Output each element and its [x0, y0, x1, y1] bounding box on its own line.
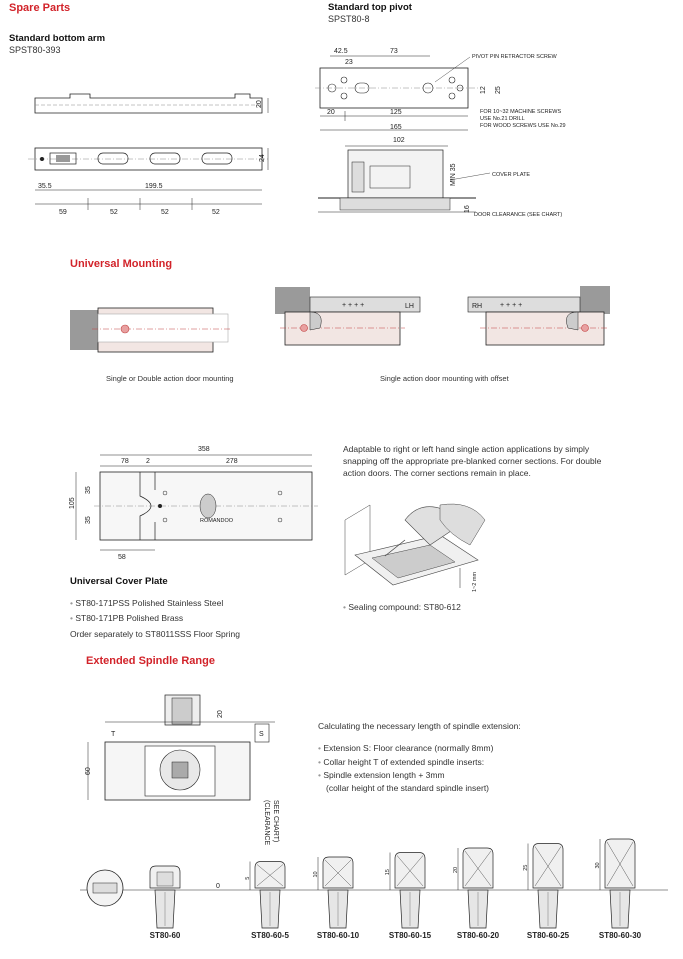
bottom-arm-title: Standard bottom arm: [9, 33, 106, 44]
dim-20-spindle: 20: [217, 710, 224, 718]
gap-label: 1~2 mm: [472, 572, 478, 592]
spindle-model-label: ST80-60-20: [456, 931, 500, 940]
calc-note: (collar height of the standard spindle i…: [326, 783, 490, 793]
dim-58: 58: [118, 554, 126, 561]
cover-plate-item: ST80-171PB Polished Brass: [70, 611, 223, 626]
dim-52-c: 52: [212, 209, 220, 216]
collar-height-label: 10: [313, 871, 319, 877]
clearance-label-1: (CLEARANCE: [263, 800, 270, 845]
dim-165: 165: [390, 124, 402, 131]
label-wood-screws: FOR WOOD SCREWS USE No.29: [480, 123, 566, 129]
collar-height-label: 25: [523, 865, 529, 871]
brand-label: ROMANDOO: [200, 518, 234, 524]
dim-35-a: 35: [85, 486, 92, 494]
spindle-insert: 10: [313, 856, 354, 929]
dim-105: 105: [69, 497, 76, 509]
dim-59: 59: [59, 209, 67, 216]
spindle-model-label: ST80-60-5: [251, 931, 289, 940]
calc-item: Spindle extension length + 3mm: [318, 769, 493, 782]
spindle-insert: [149, 865, 181, 929]
spindle-insert: 25: [523, 843, 564, 929]
dim-12: 12: [480, 86, 487, 94]
dim-102: 102: [393, 137, 405, 144]
top-pivot-title: Standard top pivot: [328, 2, 412, 13]
label-cover-plate: COVER PLATE: [492, 172, 530, 178]
dim-52-b: 52: [161, 209, 169, 216]
spindle-model-label: ST80-60-10: [316, 931, 360, 940]
dim-25: 25: [495, 86, 502, 94]
dim-73: 73: [390, 48, 398, 55]
dim-20: 20: [256, 100, 263, 108]
label-machine-screws: FOR 10~32 MACHINE SCREWS: [480, 109, 561, 115]
label-t: T: [111, 731, 116, 738]
cover-plate-list: ST80-171PSS Polished Stainless Steel ST8…: [70, 596, 223, 626]
label-retractor: PIVOT PIN RETRACTOR SCREW: [472, 54, 558, 60]
dim-35-5: 35.5: [38, 183, 52, 190]
extended-spindle-heading: Extended Spindle Range: [86, 655, 215, 667]
caption-right: Single action door mounting with offset: [380, 374, 509, 383]
dim-60: 60: [85, 767, 92, 775]
cover-plate-title: Universal Cover Plate: [70, 576, 168, 587]
lh-label: LH: [405, 303, 414, 310]
dim-78: 78: [121, 458, 129, 465]
zero-label: 0: [216, 883, 220, 890]
calc-item: Collar height T of extended spindle inse…: [318, 756, 493, 769]
spindle-insert: 5: [245, 861, 286, 929]
clearance-label-2: SEE CHART): [272, 800, 279, 842]
spare-parts-heading: Spare Parts: [9, 2, 71, 14]
svg-text:+ + + +: + + + +: [342, 302, 364, 309]
spindle-insert: 15: [385, 852, 426, 929]
calc-list: Extension S: Floor clearance (normally 8…: [318, 741, 493, 782]
dim-16: 16: [464, 205, 471, 213]
caption-left: Single or Double action door mounting: [106, 374, 234, 383]
spindle-model-label: ST80-60-25: [526, 931, 570, 940]
dim-20-top: 20: [327, 109, 335, 116]
cover-plate-description: Adaptable to right or left hand single a…: [343, 444, 602, 478]
dim-278: 278: [226, 458, 238, 465]
label-drill: USE No.21 DRILL: [480, 116, 525, 122]
collar-height-label: 30: [595, 862, 601, 868]
dim-125: 125: [390, 109, 402, 116]
collar-height-label: 20: [453, 867, 459, 873]
order-note: Order separately to ST8011SSS Floor Spri…: [70, 629, 240, 639]
dim-35-b: 35: [85, 516, 92, 524]
bottom-arm-code: SPST80-393: [9, 45, 61, 55]
collar-height-label: 5: [245, 877, 251, 880]
spindle-insert: 30: [595, 838, 636, 929]
spindle-insert: 20: [453, 847, 494, 929]
rh-label: RH: [472, 303, 482, 310]
cover-plate-item: ST80-171PSS Polished Stainless Steel: [70, 596, 223, 611]
dim-2: 2: [146, 458, 150, 465]
sealing-item: Sealing compound: ST80-612: [343, 600, 460, 615]
spindle-model-label: ST80-60-30: [598, 931, 642, 940]
calc-item: Extension S: Floor clearance (normally 8…: [318, 741, 493, 756]
svg-text:+ + + +: + + + +: [500, 302, 522, 309]
dim-23: 23: [345, 59, 353, 66]
sealing-list: Sealing compound: ST80-612: [343, 600, 460, 615]
top-pivot-code: SPST80-8: [328, 14, 370, 24]
label-s: S: [259, 731, 264, 738]
dim-358: 358: [198, 446, 210, 453]
dim-52-a: 52: [110, 209, 118, 216]
spindle-model-label: ST80-60-15: [388, 931, 432, 940]
collar-height-label: 15: [385, 869, 391, 875]
dim-24: 24: [259, 154, 266, 162]
universal-mounting-heading: Universal Mounting: [70, 258, 173, 270]
label-door-clearance: DOOR CLEARANCE (SEE CHART): [474, 212, 562, 218]
dim-42-5: 42.5: [334, 48, 348, 55]
calc-title: Calculating the necessary length of spin…: [318, 721, 521, 731]
spindle-model-label: ST80-60: [149, 931, 181, 940]
dim-min35: MIN 35: [450, 163, 457, 186]
dim-199-5: 199.5: [145, 183, 163, 190]
